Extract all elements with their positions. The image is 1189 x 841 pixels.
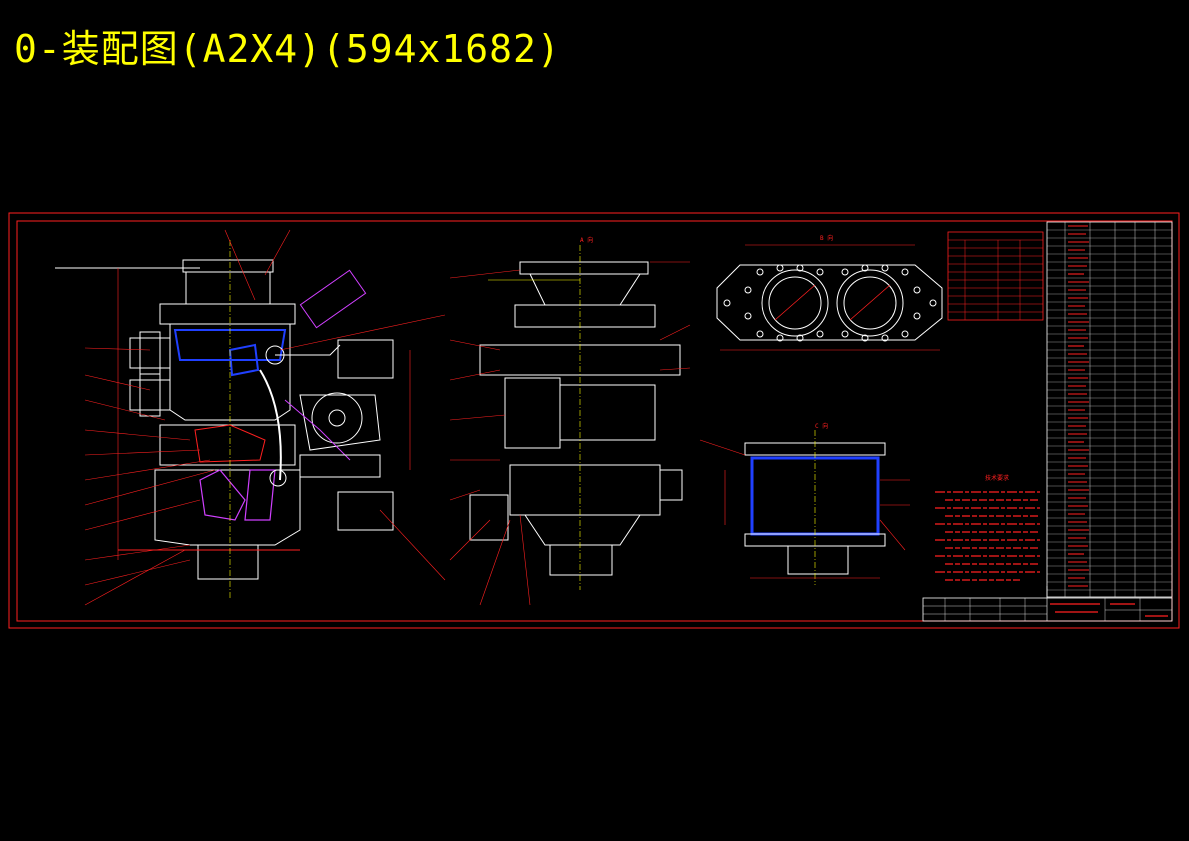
notes-heading: 技术要求 [985,474,1009,482]
view-a: A 向 [449,236,691,606]
main-section-view [55,229,446,606]
technical-requirements-notes: 技术要求 [935,474,1040,581]
parts-list-table [1046,221,1173,598]
technical-parameter-table [947,231,1044,321]
view-c-label: C 向 [815,422,828,430]
inner-frame [16,220,1173,622]
view-c: C 向 [699,422,910,585]
view-b: B 向 [716,234,943,351]
drawing-title: 0-装配图(A2X4)(594x1682) [14,27,561,71]
view-a-label: A 向 [580,236,593,244]
title-block [922,586,1173,622]
outer-frame [8,212,1180,629]
view-b-label: B 向 [820,234,833,242]
